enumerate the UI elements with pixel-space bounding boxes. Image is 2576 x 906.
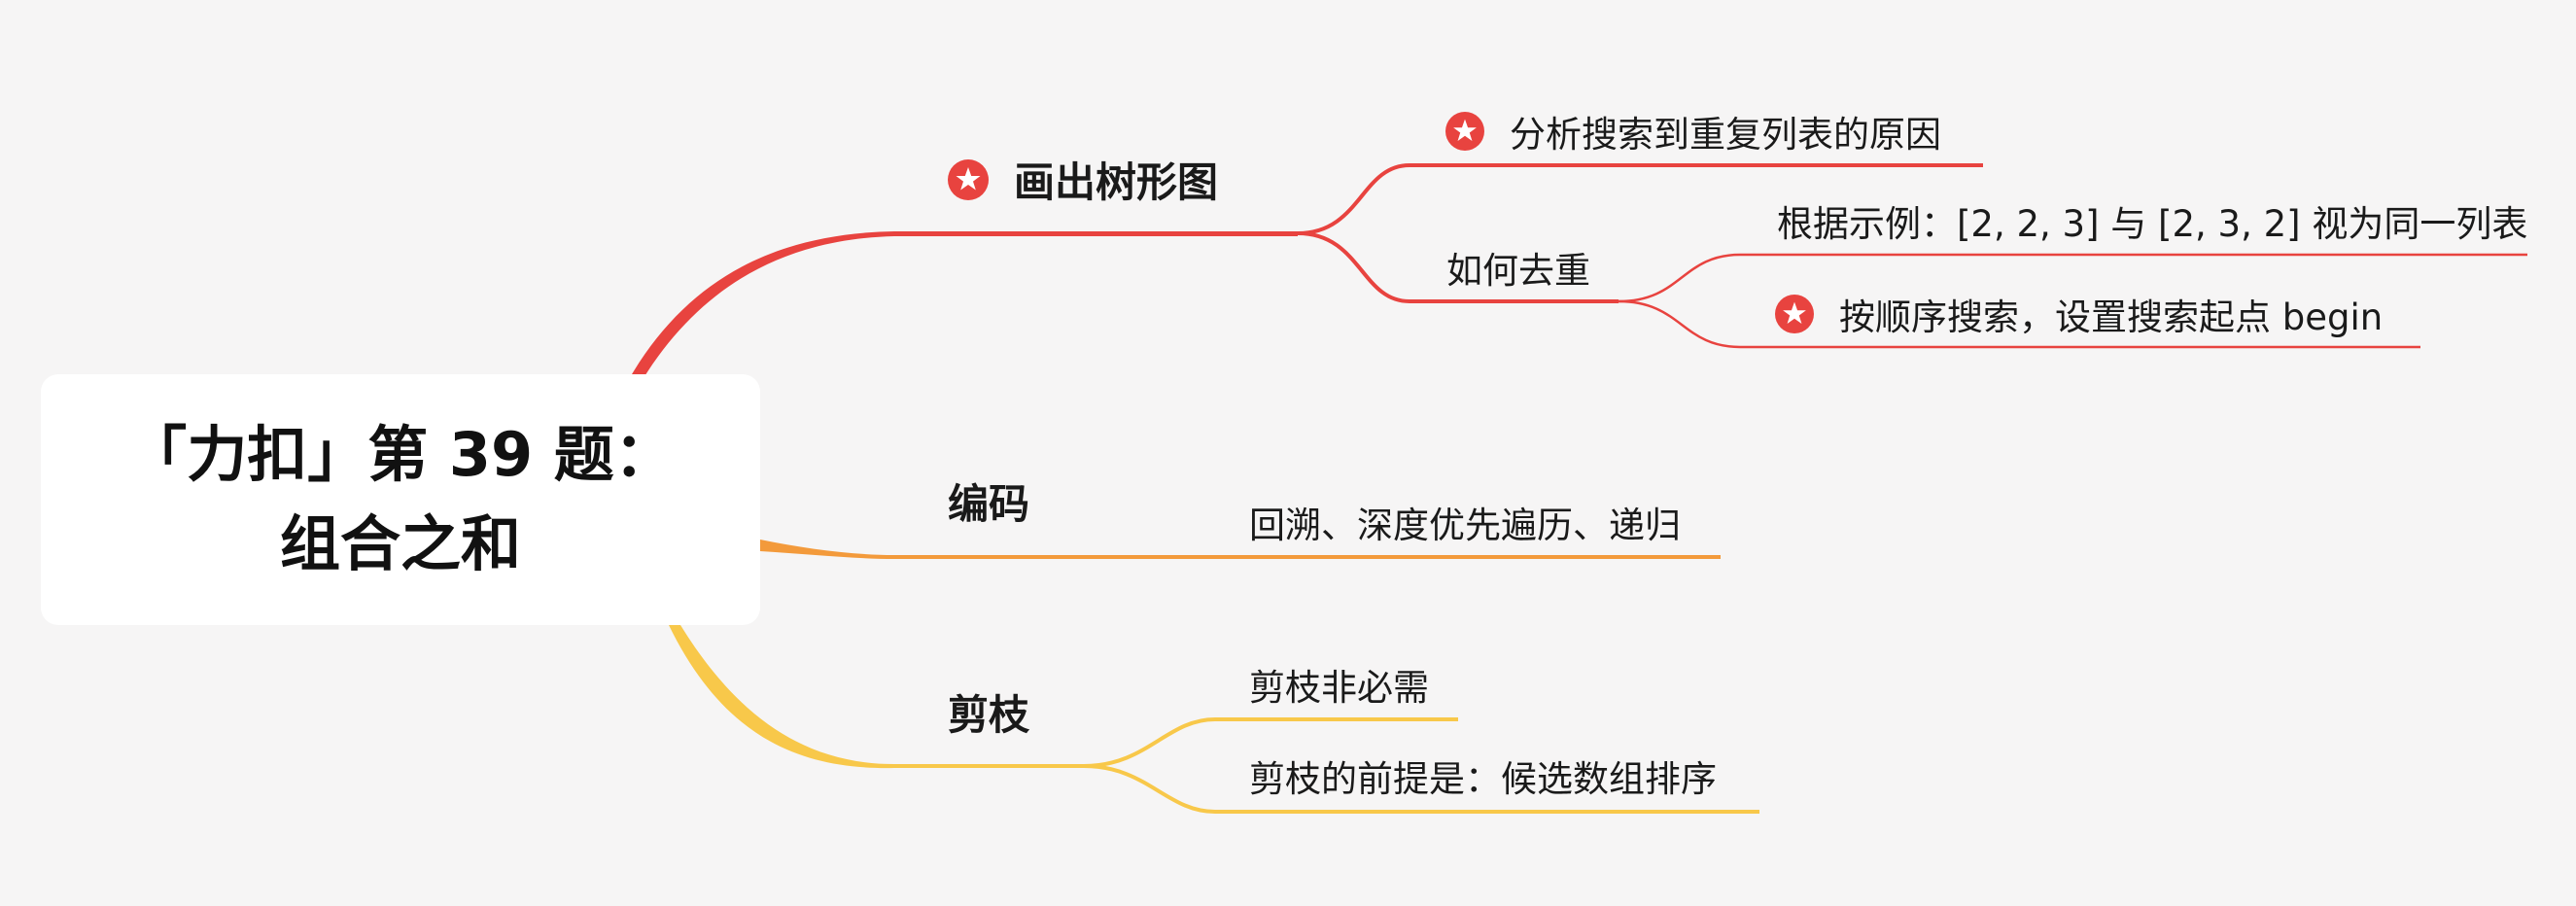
topic-tree-diagram-label: 画出树形图 (1014, 158, 1219, 206)
topic-pruning-premise[interactable]: 剪枝的前提是：候选数组排序 (1249, 749, 1717, 802)
topic-duplicate-reason-label: 分析搜索到重复列表的原因 (1510, 114, 1941, 156)
connector-root-to-tree-diagram (632, 231, 894, 381)
connector-root-to-coding (760, 540, 894, 559)
topic-pruning[interactable]: 剪枝 (948, 682, 1029, 742)
topic-dedupe[interactable]: 如何去重 (1446, 241, 1590, 294)
star-icon (1775, 295, 1814, 333)
connector-to-duplicate-reason (1297, 163, 1410, 235)
topic-coding-label: 编码 (948, 480, 1030, 528)
topic-duplicate-reason[interactable]: 分析搜索到重复列表的原因 (1445, 105, 1941, 157)
topic-backtracking-label: 回溯、深度优先遍历、递归 (1249, 505, 1681, 546)
star-icon (1445, 112, 1484, 151)
topic-tree-diagram[interactable]: 画出树形图 (948, 150, 1218, 209)
root-topic[interactable]: 「力扣」第 39 题： 组合之和 (41, 374, 760, 625)
topic-example-note-label: 根据示例：[2, 2, 3] 与 [2, 3, 2] 视为同一列表 (1777, 203, 2528, 245)
connector-to-example-note (1618, 253, 1741, 303)
topic-order-search[interactable]: 按顺序搜索，设置搜索起点 begin (1775, 288, 2383, 340)
topic-order-search-label: 按顺序搜索，设置搜索起点 begin (1839, 296, 2384, 338)
root-title-line-2: 组合之和 (279, 508, 521, 579)
topic-dedupe-label: 如何去重 (1446, 250, 1590, 292)
connector-to-dedupe (1297, 231, 1410, 303)
topic-backtracking[interactable]: 回溯、深度优先遍历、递归 (1249, 496, 1681, 548)
topic-pruning-label: 剪枝 (948, 691, 1030, 739)
connector-to-order-search (1618, 299, 1741, 349)
topic-example-note[interactable]: 根据示例：[2, 2, 3] 与 [2, 3, 2] 视为同一列表 (1777, 194, 2527, 247)
topic-pruning-optional[interactable]: 剪枝非必需 (1249, 658, 1429, 711)
root-title-line-1: 「力扣」第 39 题： (126, 419, 675, 490)
topic-coding[interactable]: 编码 (948, 471, 1029, 531)
connector-root-to-pruning (669, 625, 894, 769)
connector-to-pruning-premise (1083, 764, 1216, 814)
topic-pruning-premise-label: 剪枝的前提是：候选数组排序 (1249, 758, 1717, 800)
connector-to-pruning-optional (1083, 717, 1216, 768)
topic-pruning-optional-label: 剪枝非必需 (1249, 667, 1429, 709)
star-icon (948, 158, 989, 200)
